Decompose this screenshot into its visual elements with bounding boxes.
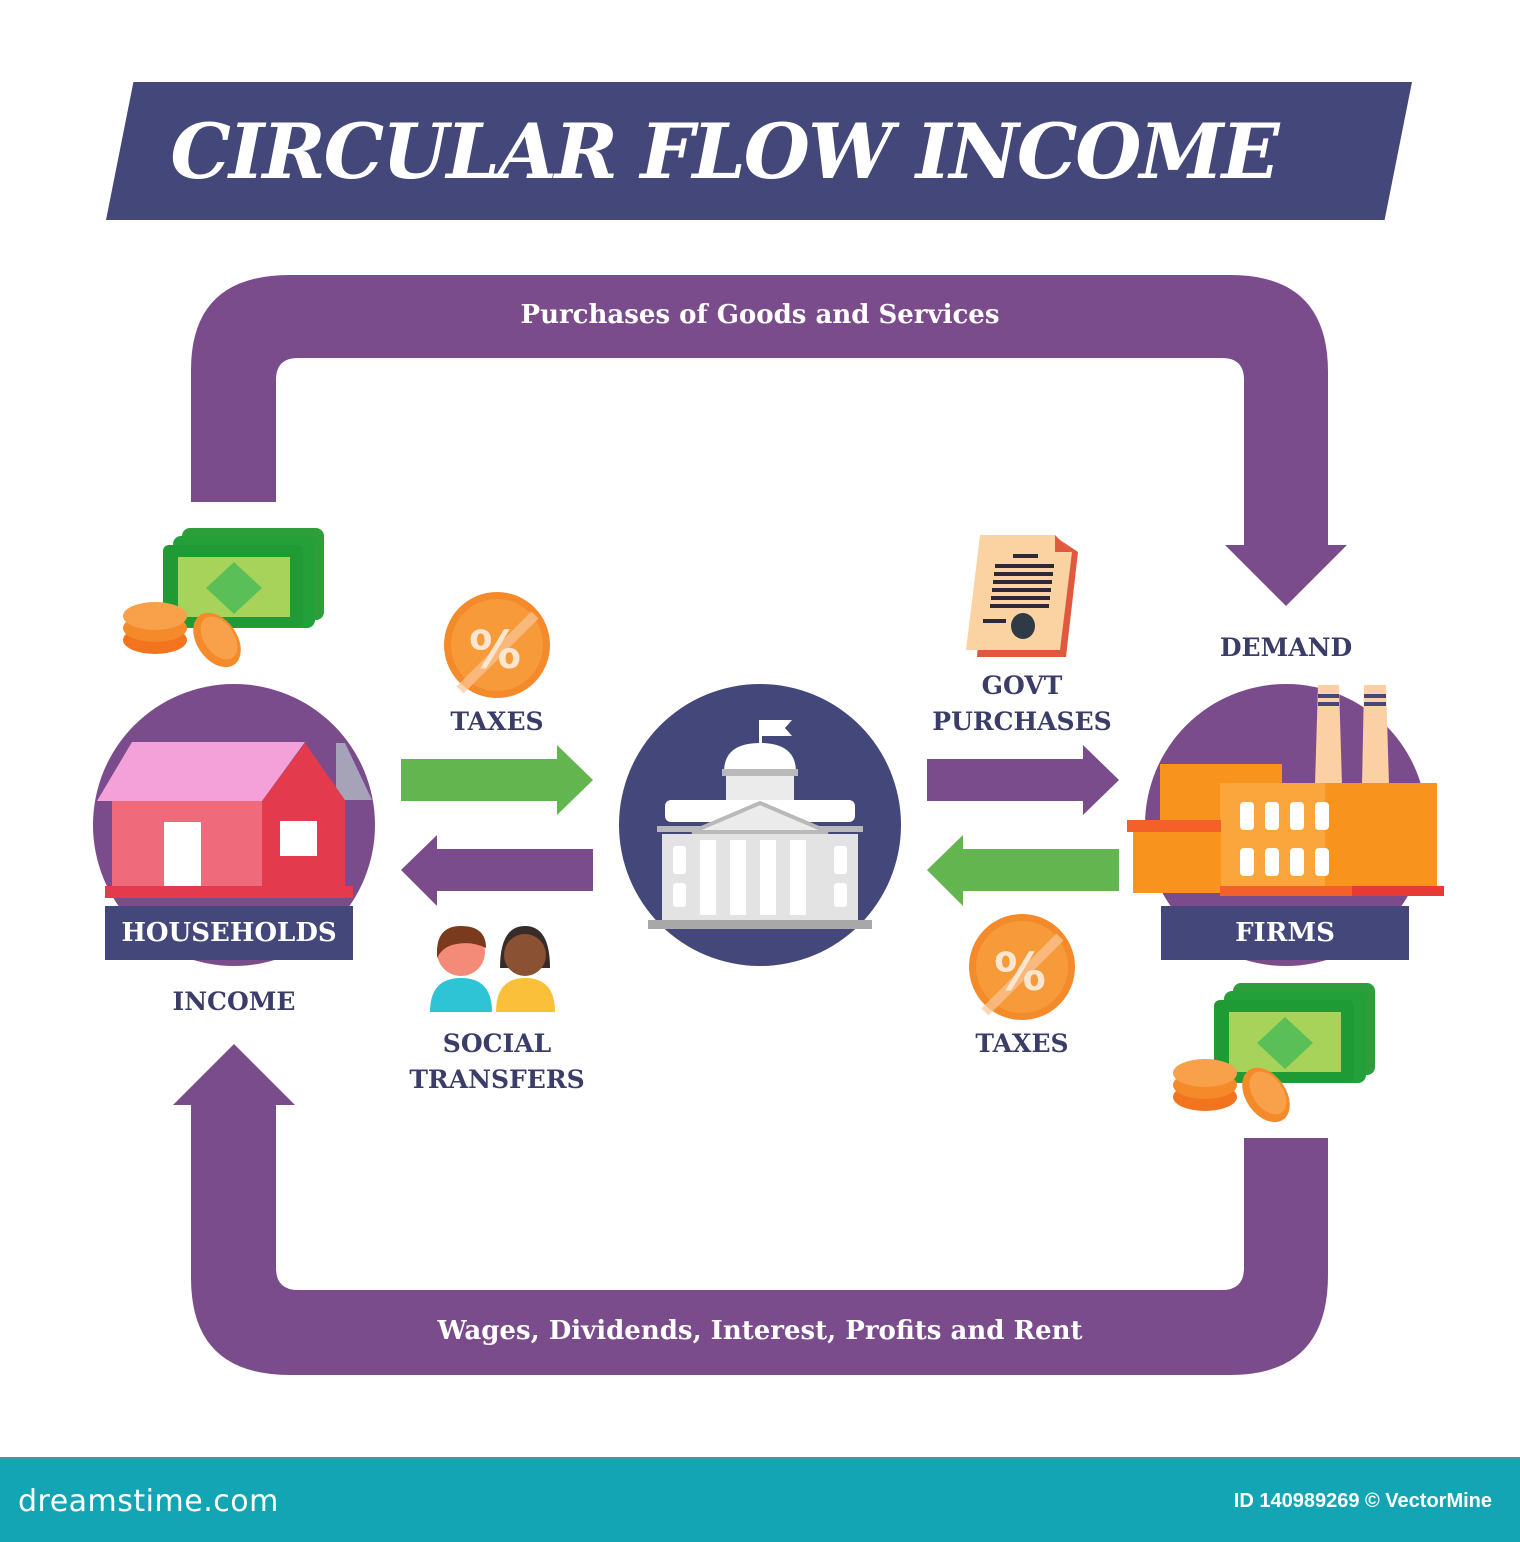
footer-brand: dreamstime.com (18, 1484, 279, 1519)
top-flow-label: Purchases of Goods and Services (520, 300, 1000, 330)
demand-label: DEMAND (1219, 633, 1353, 662)
money-stack-icon (1173, 983, 1375, 1123)
social-transfers-arrow (401, 835, 593, 906)
contract-document-icon (966, 535, 1078, 657)
people-icon (430, 926, 555, 1012)
social-transfers-line2: TRANSFERS (409, 1065, 585, 1094)
demand-arrow-head (1225, 545, 1347, 606)
government-building-icon (619, 684, 901, 966)
percent-coin-icon: % (969, 914, 1075, 1020)
footer-credit: ID 140989269 © VectorMine (1233, 1490, 1492, 1512)
income-arrow-head (173, 1044, 295, 1105)
social-transfers-line1: SOCIAL (442, 1029, 552, 1058)
firms-label: FIRMS (1235, 918, 1335, 948)
govt-purchases-line2: PURCHASES (932, 707, 1112, 736)
footer-bar (0, 1457, 1520, 1542)
govt-purchases-arrow (927, 745, 1119, 815)
households-label: HOUSEHOLDS (121, 918, 337, 948)
firms-taxes-label: TAXES (975, 1029, 1069, 1058)
factory-icon (1127, 684, 1444, 966)
income-label: INCOME (172, 987, 296, 1016)
title-banner (106, 82, 1412, 220)
firms-taxes-arrow (927, 835, 1119, 906)
govt-purchases-line1: GOVT (981, 671, 1063, 700)
percent-coin-icon: % (444, 592, 550, 698)
govt-purchases-label: GOVT PURCHASES (912, 668, 1132, 740)
page-title: CIRCULAR FLOW INCOME (170, 106, 1279, 196)
svg-text:%: % (994, 943, 1046, 1003)
firms-plate: FIRMS (1161, 906, 1409, 960)
households-taxes-arrow (401, 745, 593, 815)
bottom-flow-label: Wages, Dividends, Interest, Profits and … (437, 1316, 1083, 1346)
households-plate: HOUSEHOLDS (105, 906, 353, 960)
social-transfers-label: SOCIAL TRANSFERS (397, 1026, 597, 1098)
top-flow-loop (191, 275, 1328, 545)
households-taxes-label: TAXES (450, 707, 544, 736)
svg-text:%: % (469, 621, 521, 681)
money-stack-icon (123, 528, 324, 668)
bottom-flow-loop (191, 1105, 1328, 1375)
house-icon (93, 684, 375, 966)
